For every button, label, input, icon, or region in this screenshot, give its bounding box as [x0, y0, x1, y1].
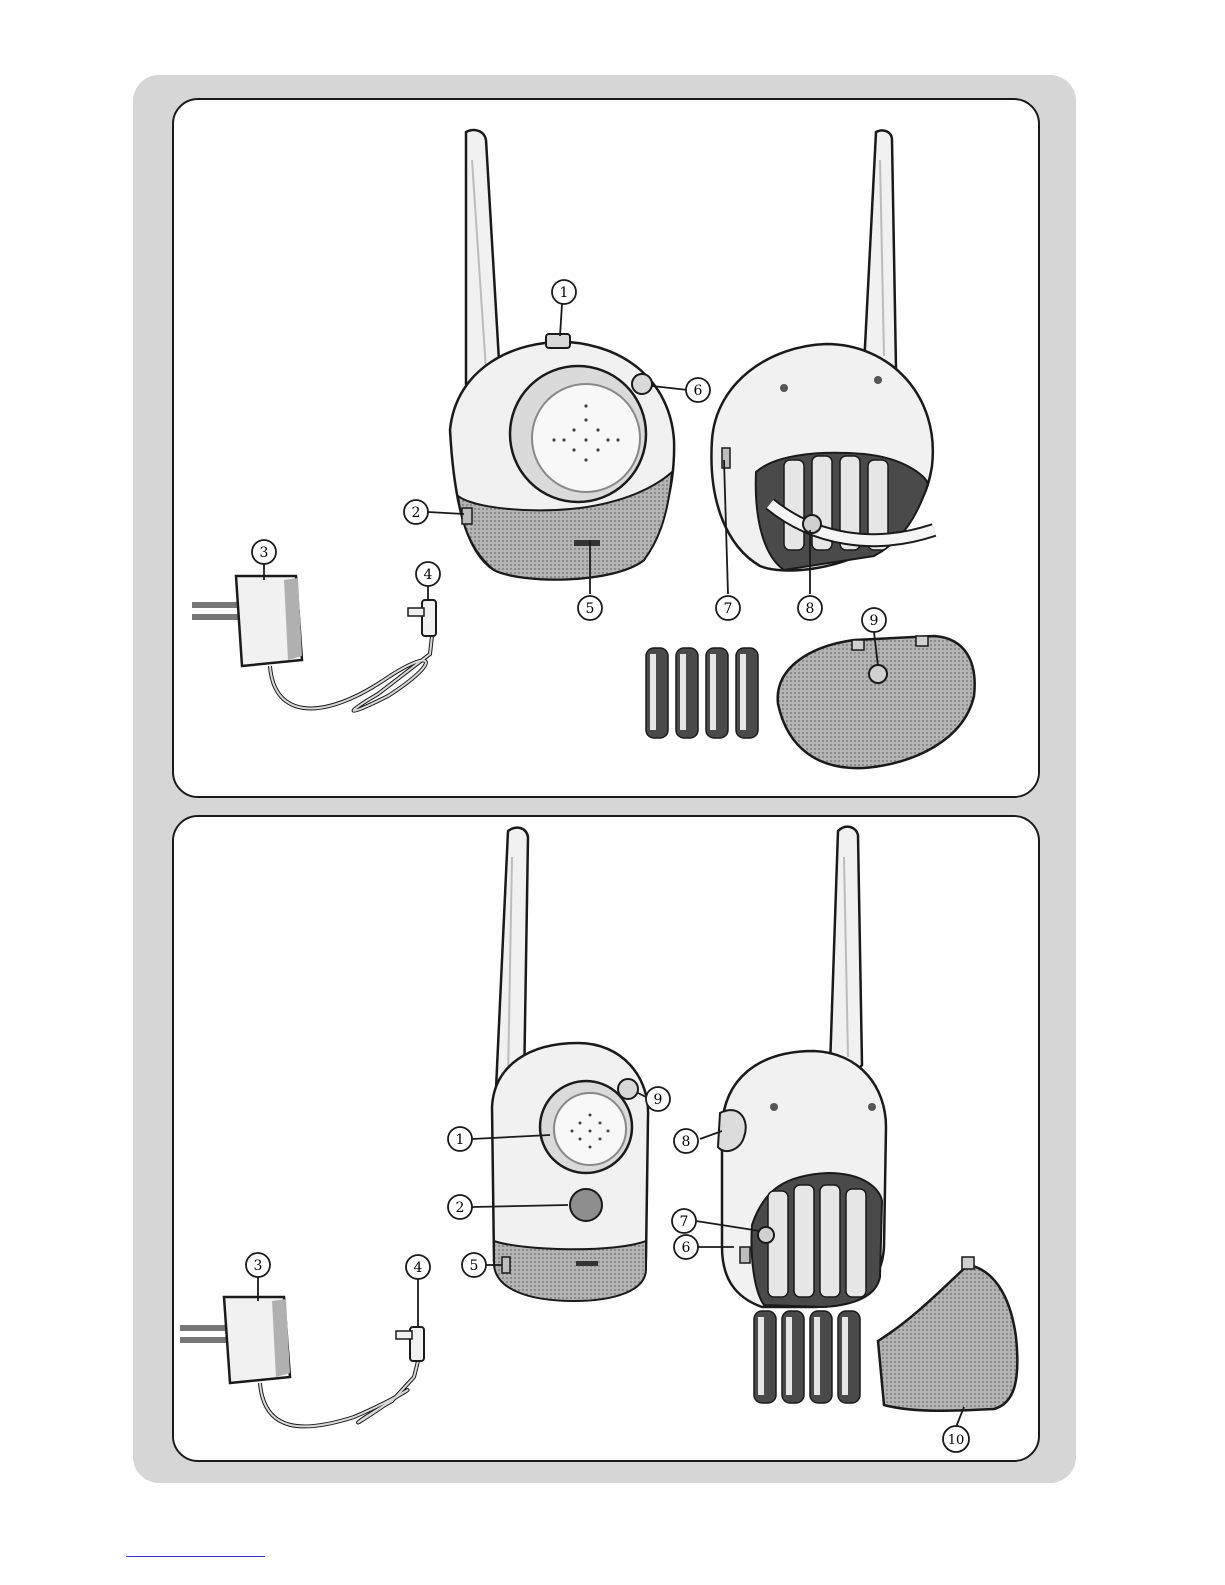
- footer-rule: [126, 1556, 265, 1557]
- svg-text:8: 8: [682, 1134, 691, 1150]
- svg-text:5: 5: [470, 1258, 479, 1274]
- svg-text:10: 10: [948, 1433, 965, 1448]
- figure-panel-parent-unit: 1 2 3 4 5 6 7 8 9 10: [172, 815, 1040, 1462]
- svg-text:6: 6: [694, 383, 703, 399]
- callout: 10: [943, 1426, 969, 1452]
- callout: 2: [448, 1195, 472, 1219]
- svg-text:9: 9: [654, 1092, 663, 1108]
- callout: 8: [798, 596, 822, 620]
- svg-text:7: 7: [724, 601, 733, 617]
- svg-text:8: 8: [806, 601, 815, 617]
- baby-unit-illustration: 1 2 3 4 5 6 7 8 9: [174, 100, 1038, 796]
- svg-text:1: 1: [560, 285, 569, 301]
- callout: 3: [252, 540, 276, 564]
- callout: 7: [672, 1209, 696, 1233]
- callout: 9: [646, 1087, 670, 1111]
- callout: 4: [406, 1255, 430, 1279]
- svg-text:3: 3: [260, 545, 269, 561]
- callout: 5: [578, 596, 602, 620]
- callout: 6: [674, 1235, 698, 1259]
- callout: 3: [246, 1253, 270, 1277]
- svg-text:4: 4: [424, 567, 433, 583]
- parent-unit-illustration: 1 2 3 4 5 6 7 8 9 10: [174, 817, 1038, 1460]
- callout: 6: [686, 378, 710, 402]
- callout: 4: [416, 562, 440, 586]
- callout: 1: [552, 280, 576, 304]
- svg-text:5: 5: [586, 601, 595, 617]
- figure-panel-baby-unit: 1 2 3 4 5 6 7 8 9: [172, 98, 1040, 798]
- svg-text:2: 2: [412, 505, 421, 521]
- svg-text:7: 7: [680, 1214, 689, 1230]
- callout: 5: [462, 1253, 486, 1277]
- callout: 2: [404, 500, 428, 524]
- svg-text:2: 2: [456, 1200, 465, 1216]
- svg-text:4: 4: [414, 1260, 423, 1276]
- callout: 9: [862, 608, 886, 632]
- callout: 1: [448, 1127, 472, 1151]
- callout: 8: [674, 1129, 698, 1153]
- svg-text:1: 1: [456, 1132, 465, 1148]
- svg-text:3: 3: [254, 1258, 263, 1274]
- callout: 7: [716, 596, 740, 620]
- svg-text:6: 6: [682, 1240, 691, 1256]
- svg-text:9: 9: [870, 613, 879, 629]
